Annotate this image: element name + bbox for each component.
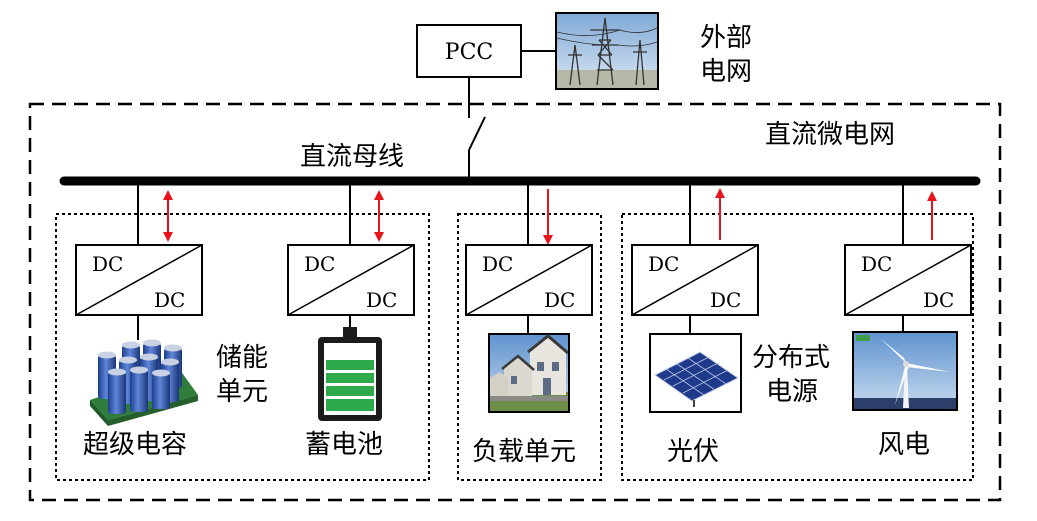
storage-group-box [55,213,430,481]
bus-label: 直流母线 [300,142,404,172]
grid-switch [468,116,486,151]
converter-bottom-label: DC [544,288,575,312]
battery-icon [318,327,382,421]
converter-bottom-label: DC [154,288,185,312]
battery-label: 蓄电池 [305,430,383,460]
converter-top-label: DC [482,252,513,276]
pcc-label: PCC [445,40,493,65]
wind-turbine-image [852,331,958,411]
distributed-group-box [621,213,974,481]
load-houses-image [488,333,570,413]
converter-bottom-label: DC [923,288,954,312]
external-grid-label-1: 外部 [700,23,752,53]
external-grid-image [555,12,659,90]
wind-label: 风电 [878,430,930,460]
storage-group-label-2: 单元 [216,377,268,407]
pv-label: 光伏 [667,437,719,467]
external-grid-label-2: 电网 [700,57,752,87]
converter-top-label: DC [304,252,335,276]
converter-bottom-label: DC [710,288,741,312]
converter-top-label: DC [92,252,123,276]
converter-supercap: DC DC [75,244,203,316]
pv-panel-image [649,333,742,413]
microgrid-boundary [28,102,1002,502]
storage-group-label-1: 储能 [216,343,268,373]
load-group-box [457,213,602,481]
distributed-group-label-1: 分布式 [752,343,830,373]
converter-pv: DC DC [631,244,759,316]
device-links [137,315,904,340]
supercap-image [90,339,198,426]
converter-bottom-label: DC [366,288,397,312]
converter-load: DC DC [465,244,593,316]
converter-top-label: DC [648,252,679,276]
bus-drops [137,181,904,245]
distributed-group-label-2: 电源 [766,377,818,407]
supercap-label: 超级电容 [83,430,187,460]
load-label: 负载单元 [472,437,576,467]
converter-battery: DC DC [287,244,415,316]
converter-wind: DC DC [844,244,972,316]
microgrid-label: 直流微电网 [765,120,895,150]
converter-top-label: DC [861,252,892,276]
